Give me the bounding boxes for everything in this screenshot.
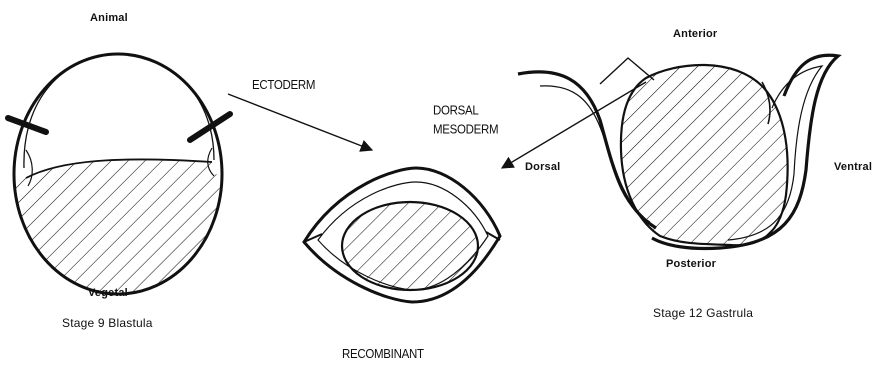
blastula-caption: Stage 9 Blastula (62, 316, 153, 330)
blastula-vegetal-label: Vegetal (88, 287, 128, 299)
blastula-inner-shell (24, 54, 214, 168)
gastrula-mesoderm-mass (621, 65, 788, 245)
gastrula-posterior-label: Posterior (666, 258, 716, 270)
gastrula-caption: Stage 12 Gastrula (653, 306, 753, 320)
blastula-embryo (0, 54, 230, 300)
ectoderm-label: ECTODERM (252, 79, 315, 92)
recombinant-mesoderm-core (342, 202, 478, 290)
gastrula-embryo (518, 55, 838, 248)
recombinant-caption: RECOMBINANT (342, 348, 424, 361)
blastula-vegetal-mass (0, 159, 230, 300)
gastrula-anterior-label: Anterior (673, 28, 717, 40)
recombinant-explant (304, 168, 500, 302)
ectoderm-arrow (228, 94, 372, 150)
gastrula-dorsal-label: Dorsal (525, 161, 560, 173)
gastrula-ventral-label: Ventral (834, 161, 872, 173)
dorsal-mesoderm-label-line2: MESODERM (433, 121, 498, 140)
blastula-animal-label: Animal (90, 12, 128, 24)
dorsal-mesoderm-label-line1: DORSAL (433, 102, 498, 121)
dorsal-mesoderm-label: DORSAL MESODERM (433, 102, 498, 140)
